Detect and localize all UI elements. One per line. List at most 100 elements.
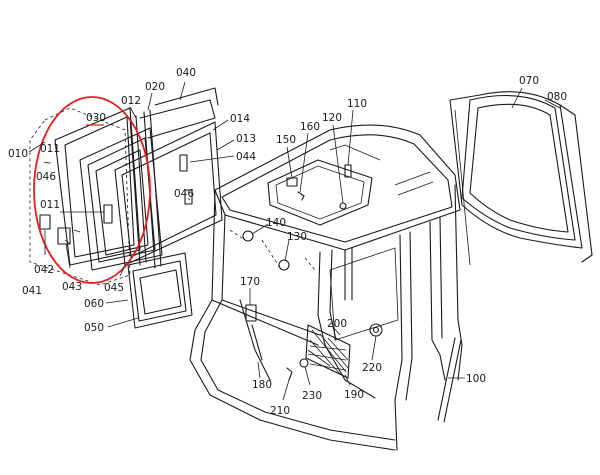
windshield-side-seal: [454, 109, 471, 266]
frame-rear-post: [394, 234, 403, 451]
leader-020: [147, 92, 153, 111]
label-100: 100: [466, 373, 486, 385]
label-210: 210: [270, 405, 290, 417]
leader-060: [105, 299, 129, 304]
leader-040: [179, 81, 186, 101]
leader-046b: [187, 197, 191, 201]
leader-140: [251, 223, 269, 235]
latch-011: [103, 204, 113, 224]
windshield-assembly: [449, 91, 593, 266]
lower-window: [127, 252, 193, 329]
part-labels: 010 011 ~ 046 011 042 041 043 030 012 02…: [8, 67, 567, 417]
label-044: 044: [236, 151, 256, 163]
mesh-pattern: [307, 329, 349, 375]
lower-window-060: [127, 252, 193, 329]
bolt-210: [286, 367, 293, 381]
frame-back-post: [454, 184, 463, 381]
leader-043: [65, 243, 71, 269]
knob-220: [369, 323, 383, 337]
roof-outline: [214, 124, 461, 251]
label-160: 160: [300, 121, 320, 133]
label-150: 150: [276, 134, 296, 146]
attach-guide: [229, 229, 316, 271]
door-frame: [79, 127, 163, 271]
rail-012: [129, 115, 147, 266]
grommet-140: [242, 230, 254, 242]
frame-rear-post-inner: [405, 231, 413, 401]
label-170: 170: [240, 276, 260, 288]
roof-ridge: [329, 144, 381, 161]
grommet-130: [278, 259, 290, 271]
label-080: 080: [547, 91, 567, 103]
windshield-glass-070: [461, 94, 576, 241]
windshield-seal-080: [449, 91, 583, 249]
label-011b: 011: [40, 199, 60, 211]
label-043: 043: [62, 281, 82, 293]
label-tilde: ~: [43, 157, 52, 169]
label-200: 200: [327, 318, 347, 330]
label-180: 180: [252, 379, 272, 391]
leader-200: [332, 326, 341, 336]
roof-hatch-inner: [275, 165, 365, 220]
hinge-042: [39, 214, 51, 230]
label-014: 014: [230, 113, 250, 125]
leader-014: [212, 119, 229, 131]
label-042: 042: [34, 264, 54, 276]
leader-012: [129, 106, 137, 119]
slide-top-040: [139, 99, 216, 139]
rod-180: [251, 324, 263, 361]
hinge-043: [57, 227, 71, 245]
label-012: 012: [121, 95, 141, 107]
washer-230: [299, 358, 309, 368]
slide-frame-014: [114, 121, 223, 266]
catch-044: [179, 154, 188, 172]
label-110: 110: [347, 98, 367, 110]
label-070: 070: [519, 75, 539, 87]
label-045: 045: [104, 282, 124, 294]
frame-diagonal: [239, 299, 271, 381]
label-190: 190: [344, 389, 364, 401]
frame-mid-pillar: [317, 251, 376, 399]
door-glass-inner: [64, 116, 135, 258]
leader-180: [257, 361, 261, 379]
lamp-170: [245, 304, 257, 322]
label-041: 041: [22, 285, 42, 297]
label-046b: 046: [174, 188, 194, 200]
frame-lower-rail: [211, 299, 321, 346]
label-020: 020: [145, 81, 165, 93]
leader-070: [511, 87, 523, 109]
leader-120: [332, 124, 344, 204]
label-230: 230: [302, 390, 322, 402]
door-glass-outer: [54, 107, 141, 266]
frame-left-front-post: [189, 189, 396, 451]
roof-inner-outline: [221, 134, 453, 243]
leader-210: [282, 379, 290, 401]
side-window-area: [329, 247, 399, 341]
label-030: 030: [86, 112, 106, 124]
label-060: 060: [84, 298, 104, 310]
door-dash-box: [29, 107, 131, 286]
label-130: 130: [287, 231, 307, 243]
leader-lines: [28, 81, 561, 401]
frame-rear-post-2: [429, 221, 446, 381]
leader-220: [371, 335, 377, 361]
leader-080: [544, 99, 561, 109]
catch-046: [184, 189, 193, 205]
frame-center-post: [344, 247, 353, 301]
bolt-160: [297, 191, 305, 201]
door-frame-inner: [87, 137, 156, 263]
slide-frame-013: [121, 132, 217, 258]
highlight-circle: [33, 96, 151, 284]
bolt-120: [339, 202, 347, 210]
leader-150: [286, 146, 293, 179]
leader-190: [344, 374, 351, 386]
door-frame-inner-2: [95, 149, 149, 256]
leader-045: [119, 264, 126, 277]
rail-020: [143, 109, 162, 269]
leader-050: [107, 317, 139, 328]
knob-220-center: [372, 326, 380, 334]
leader-010: [28, 141, 46, 153]
windshield-edge: [559, 104, 593, 263]
